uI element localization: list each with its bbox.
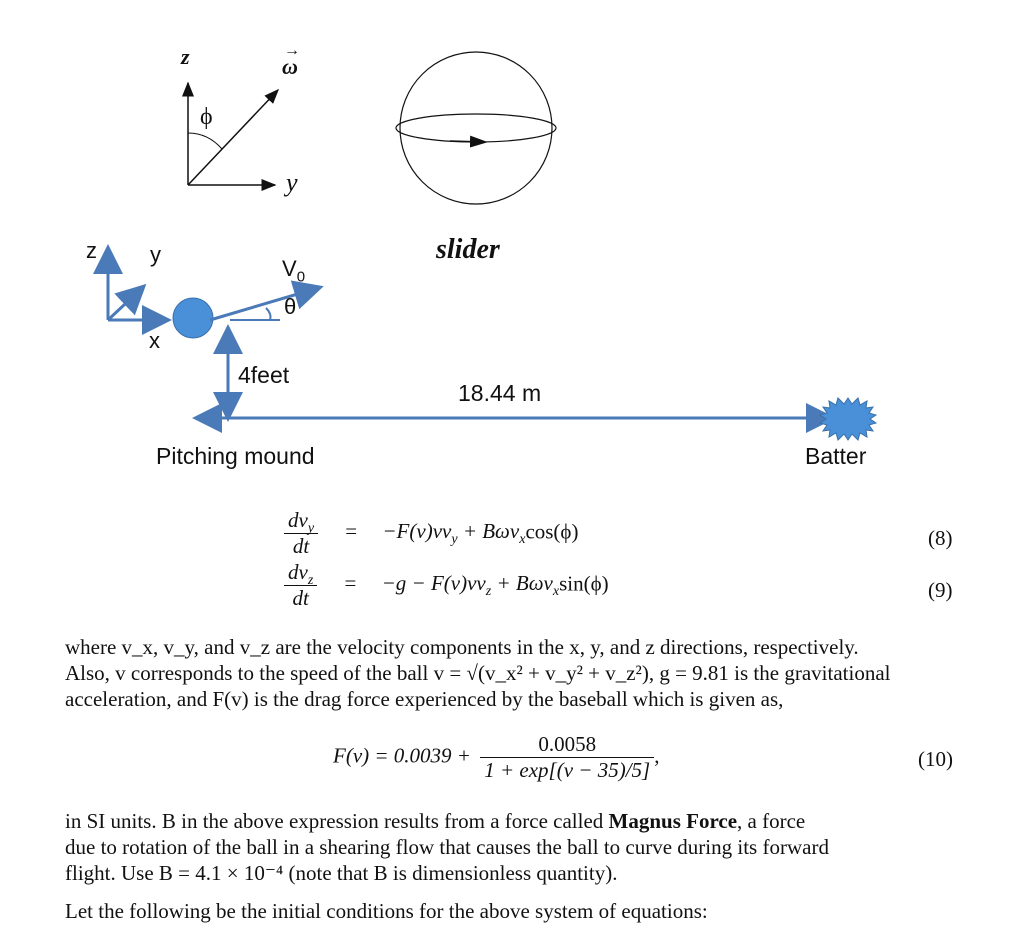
phi-arc — [187, 132, 223, 150]
theta-arc — [265, 307, 272, 321]
pitch-y-axis — [106, 283, 147, 322]
batter-icon — [818, 397, 878, 441]
paragraph-initial-conditions: Let the following be the initial conditi… — [65, 898, 965, 924]
distance-label: 18.44 m — [458, 380, 542, 406]
slider-label: slider — [436, 234, 500, 265]
pitch-z-label: z — [86, 238, 97, 263]
equation-10: F(v) = 0.0039 + 0.0058 1 + exp[(v − 35)/… — [333, 732, 660, 782]
omega-vector — [187, 88, 280, 186]
mound-label: Pitching mound — [156, 443, 315, 469]
y-axis-label: y — [286, 168, 298, 197]
para1-line2: Also, v corresponds to the speed of the … — [65, 661, 891, 685]
paragraph-velocity: where v_x, v_y, and v_z are the velocity… — [65, 634, 965, 712]
spin-axes-diagram — [182, 81, 280, 191]
eq10-number: (10) — [918, 747, 953, 771]
para2-line1: in SI units. B in the above expression r… — [65, 809, 806, 833]
equation-8: dvy dt = −F(v)vvy + Bωvxcos(ϕ) — [284, 508, 578, 559]
theta-label: θ — [284, 294, 297, 319]
para2-line2: due to rotation of the ball in a shearin… — [65, 835, 829, 859]
paragraph-magnus: in SI units. B in the above expression r… — [65, 808, 965, 886]
omega-label: → ω — [282, 42, 300, 79]
para3-line1: Let the following be the initial conditi… — [65, 899, 708, 923]
omega-arrow-icon: → — [284, 42, 300, 59]
slider-sphere — [395, 51, 557, 205]
figure: z → ω ϕ y slider — [86, 42, 878, 469]
para2-line3: flight. Use B = 4.1 × 10⁻⁴ (note that B … — [65, 861, 618, 885]
spin-direction-arrow — [449, 135, 488, 148]
eq8-number: (8) — [928, 526, 953, 550]
pitch-x-label: x — [149, 328, 160, 353]
pitch-scene — [93, 244, 878, 441]
equation-9: dvz dt = −g − F(v)vvz + Bωvxsin(ϕ) — [284, 560, 609, 611]
ball — [172, 297, 214, 339]
para1-line1: where v_x, v_y, and v_z are the velocity… — [65, 635, 859, 659]
v0-label: V0 — [282, 256, 306, 286]
phi-label: ϕ — [200, 104, 213, 130]
batter-label: Batter — [805, 443, 867, 469]
height-label: 4feet — [238, 362, 290, 388]
para1-line3: acceleration, and F(v) is the drag force… — [65, 687, 784, 711]
z-axis-label: z — [181, 44, 190, 69]
v0-vector — [209, 280, 324, 322]
eq9-number: (9) — [928, 578, 953, 602]
magnus-force-term: Magnus Force — [608, 809, 738, 833]
pitch-y-label: y — [150, 242, 161, 267]
